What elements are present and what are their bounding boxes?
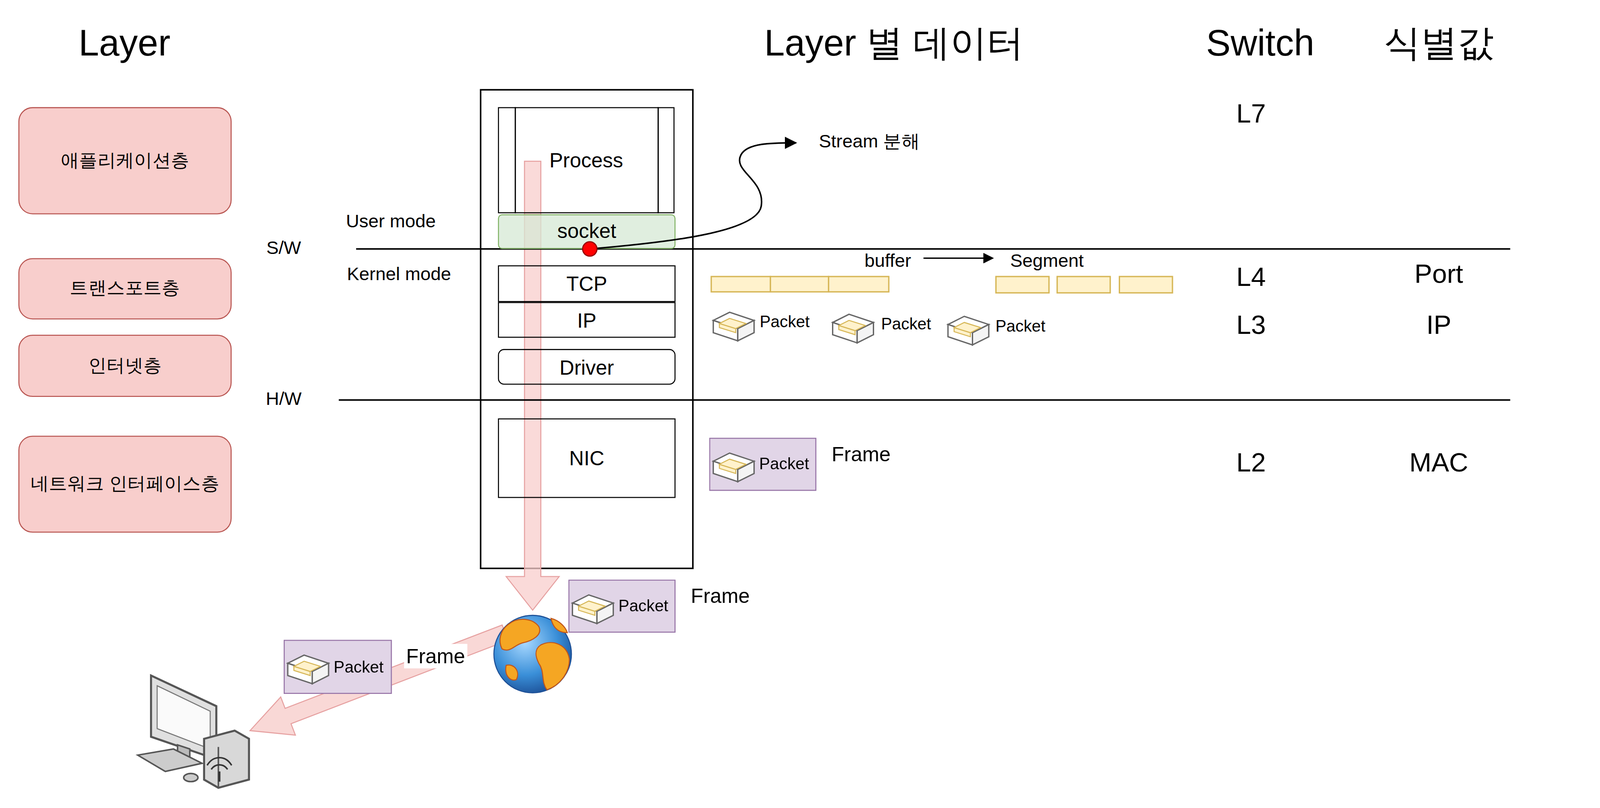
packet-label: Packet [759,454,809,475]
boundary-label: H/W [263,388,304,410]
frame-box: PacketFrame [708,437,816,492]
box-label: TCP [566,271,608,296]
buffer-block [828,276,889,292]
frame-box: PacketFrame [283,639,393,694]
packet-label: Packet [333,657,384,677]
frame-label: Frame [688,583,752,609]
column-header: Layer 별 데이터 [762,21,1026,64]
packet-label: Packet [618,596,669,616]
frame-fill [568,579,676,634]
monitor-screen [157,685,211,750]
mode-label: Kernel mode [344,264,454,286]
box-label: Process [549,147,623,173]
layer-box: 인터넷층 [18,334,232,397]
box-label: IP [577,307,597,333]
wifi-mast [218,771,221,782]
process-bar [657,106,659,214]
globe-land [499,619,540,650]
identifier: MAC [1407,447,1471,479]
packet-icon [713,312,755,341]
data-label: buffer [862,250,914,273]
layer-box: 애플리케이션층 [18,106,232,214]
packet-label: Packet [879,315,934,334]
tower [204,730,250,789]
process-bar [514,106,516,214]
frame-label: Frame [829,441,893,467]
layer-box: 트랜스포트층 [18,258,232,320]
packet-label: Packet [757,312,812,332]
note-label: Stream 분해 [816,131,923,153]
packet-icon [572,594,614,624]
process-box: Process [498,106,675,214]
buffer-blocks [711,276,1173,294]
packet-icon [287,655,329,684]
packet-icon [832,314,874,343]
box-label: 네트워크 인터페이스층 [30,473,220,496]
buffer-block [770,276,829,292]
stack-box: TCP [498,265,676,303]
box-label: Driver [559,354,614,380]
segment-block [1057,276,1111,294]
packet-label: Packet [993,316,1048,336]
computer [137,675,250,789]
flow-arrow [249,625,508,736]
segment-block [1119,276,1173,294]
frame-fill [283,639,393,694]
switch-layer: L3 [1234,310,1268,341]
socket-box: socket [498,214,676,250]
globe-land [535,642,570,690]
box-label: 인터넷층 [88,354,162,377]
frame-label: Frame [403,643,468,669]
stack-box: IP [498,301,676,338]
column-header: 식별값 [1381,21,1496,64]
stack-box: NIC [498,418,676,498]
buffer-block [711,276,771,292]
column-header: Switch [1203,21,1317,64]
data-label: Segment [1008,250,1086,273]
frame-fill [708,437,816,492]
driver-box: Driver [498,348,676,385]
switch-layer: L2 [1234,447,1268,479]
packet-icon [947,316,989,345]
column-header: Layer [76,21,173,64]
globe [493,615,572,694]
mode-label: User mode [344,210,439,233]
globe-sphere [493,615,572,694]
packet-icon [713,453,755,482]
mouse [183,773,199,782]
box-label: socket [557,218,617,243]
host-box [480,89,694,569]
boundary-label: S/W [264,237,303,259]
buffer-arrow [923,257,993,259]
segment-block [995,276,1050,294]
wifi-arc [211,764,228,770]
box-label: 트랜스포트층 [69,277,180,301]
keyboard [137,748,202,772]
switch-layer: L4 [1234,262,1268,294]
globe-land [550,618,568,633]
hw-line [338,399,1511,401]
tower-edge [217,747,219,789]
frame-box: PacketFrame [568,579,676,634]
switch-layer: L7 [1234,99,1268,130]
identifier: IP [1424,310,1454,341]
box-label: 애플리케이션층 [60,149,190,172]
identifier: Port [1412,259,1466,290]
box-label: NIC [569,445,605,471]
layer-box: 네트워크 인터페이스층 [18,435,232,533]
globe-land [505,665,518,681]
